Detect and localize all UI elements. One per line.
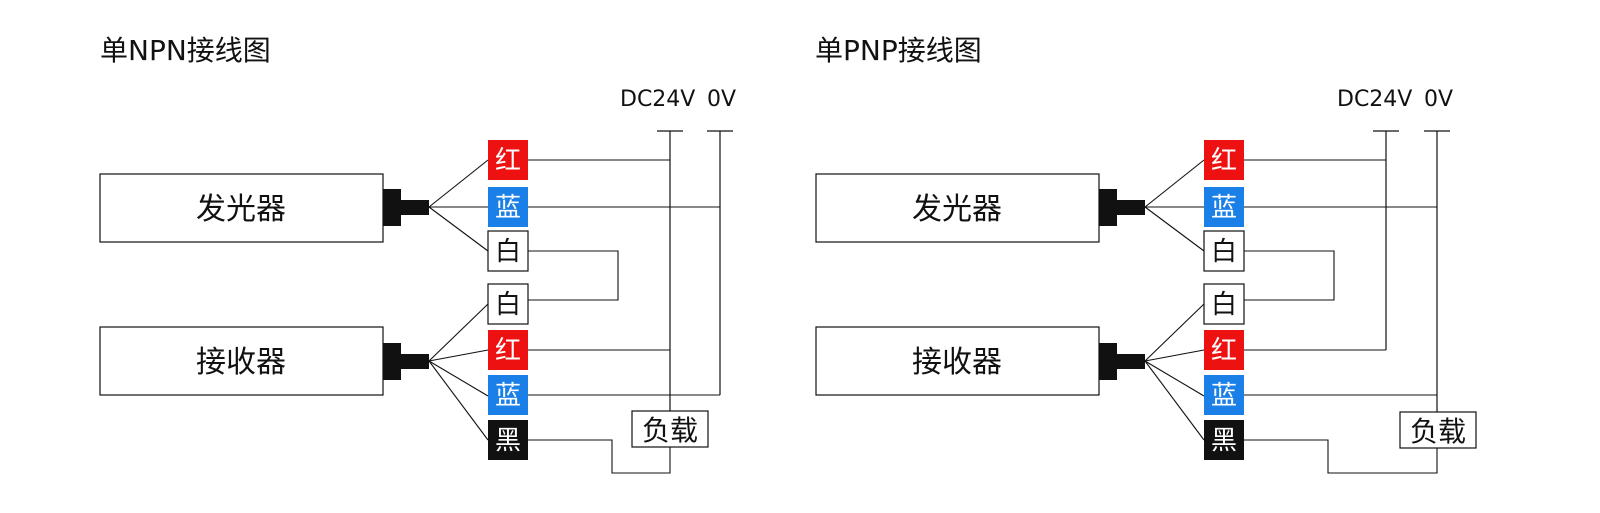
npn-diagram: 单NPN接线图 DC24V 0V 发光器 接收器 <box>99 34 736 474</box>
pnp-receiver-wire-tag-red: 红 <box>1204 330 1244 370</box>
pnp-emitter-wire-label-red: 红 <box>1211 146 1237 176</box>
npn-receiver-wire-label-black: 黑 <box>495 426 521 456</box>
pnp-emitter-label: 发光器 <box>912 192 1002 227</box>
pnp-load-box <box>1399 411 1477 449</box>
pnp-receiver-wire-label-white: 白 <box>1211 290 1237 320</box>
npn-rail-lines <box>657 130 733 411</box>
npn-receiver-connector <box>383 343 401 380</box>
npn-receiver-wire-tag-black: 黑 <box>488 420 528 460</box>
npn-emitter-wire-tag-blue: 蓝 <box>488 187 528 227</box>
pnp-emitter-connector <box>1099 189 1117 226</box>
npn-emitter-wire-label-red: 红 <box>495 146 521 176</box>
npn-emitter-wire-tag-white: 白 <box>487 230 529 272</box>
pnp-emitter-wire-tag-blue: 蓝 <box>1204 187 1244 227</box>
npn-receiver-connector-tip <box>401 354 429 369</box>
npn-0v-label: 0V <box>707 87 736 112</box>
pnp-emitter-wire-tag-white: 白 <box>1203 230 1245 272</box>
pnp-receiver-wire-label-black: 黑 <box>1211 426 1237 456</box>
npn-receiver-box <box>99 326 384 396</box>
npn-emitter-box <box>99 173 384 243</box>
npn-emitter-connector-tip <box>401 200 429 215</box>
npn-receiver-wire-tag-blue: 蓝 <box>488 375 528 415</box>
npn-receiver-wire-tag-white: 白 <box>487 283 529 325</box>
npn-receiver-wire-label-blue: 蓝 <box>495 381 521 411</box>
pnp-0v-label: 0V <box>1424 87 1453 112</box>
pnp-emitter-wire-label-blue: 蓝 <box>1211 193 1237 223</box>
npn-emitter-label: 发光器 <box>196 192 286 227</box>
npn-load-label: 负载 <box>642 414 698 447</box>
pnp-receiver-label: 接收器 <box>912 345 1002 380</box>
npn-dc24v-label: DC24V <box>620 87 695 112</box>
pnp-receiver-connector <box>1099 343 1117 380</box>
pnp-receiver-wire-tag-blue: 蓝 <box>1204 375 1244 415</box>
pnp-emitter-wire-label-white: 白 <box>1211 237 1237 267</box>
pnp-receiver-wire-tag-white: 白 <box>1203 283 1245 325</box>
npn-load-box <box>631 410 709 448</box>
pnp-receiver-wire-label-blue: 蓝 <box>1211 381 1237 411</box>
npn-emitter-connector <box>383 189 401 226</box>
npn-title: 单NPN接线图 <box>100 34 271 67</box>
pnp-rail-lines <box>1373 130 1450 412</box>
pnp-diagram: 单PNP接线图 DC24V 0V 发光器 接收器 <box>815 34 1477 474</box>
npn-wires <box>428 159 720 474</box>
pnp-wires <box>1144 159 1438 474</box>
npn-receiver-label: 接收器 <box>196 345 286 380</box>
pnp-emitter-connector-tip <box>1117 200 1145 215</box>
npn-receiver-wire-label-white: 白 <box>495 290 521 320</box>
npn-receiver-wire-tag-red: 红 <box>488 330 528 370</box>
pnp-receiver-connector-tip <box>1117 354 1145 369</box>
npn-emitter-wire-tag-red: 红 <box>488 140 528 180</box>
pnp-emitter-wire-tag-red: 红 <box>1204 140 1244 180</box>
pnp-receiver-wire-label-red: 红 <box>1211 336 1237 366</box>
pnp-title: 单PNP接线图 <box>815 34 982 67</box>
pnp-dc24v-label: DC24V <box>1337 87 1412 112</box>
pnp-receiver-box <box>815 326 1100 396</box>
npn-emitter-wire-label-blue: 蓝 <box>495 193 521 223</box>
pnp-receiver-wire-tag-black: 黑 <box>1204 420 1244 460</box>
npn-emitter-wire-label-white: 白 <box>495 237 521 267</box>
pnp-load-label: 负载 <box>1410 415 1466 448</box>
pnp-emitter-box <box>815 173 1100 243</box>
npn-receiver-wire-label-red: 红 <box>495 336 521 366</box>
